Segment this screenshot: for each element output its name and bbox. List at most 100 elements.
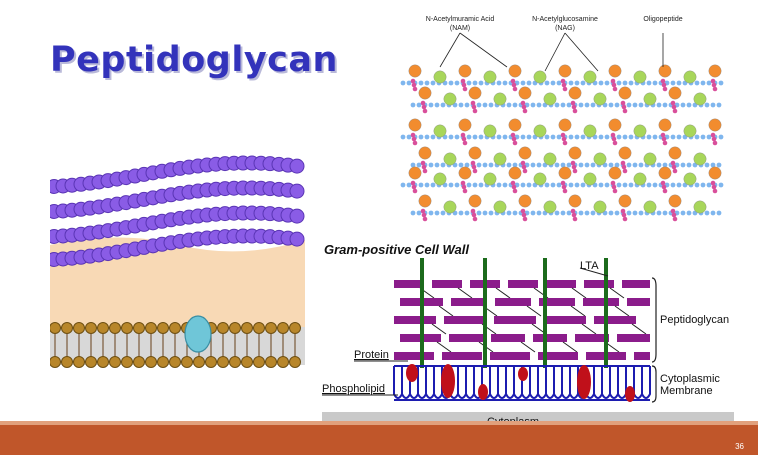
lipid-head — [109, 322, 121, 334]
chain-dot — [590, 210, 596, 216]
lipid-head — [217, 322, 229, 334]
chain-dot — [544, 182, 550, 188]
nam-bead — [708, 166, 722, 180]
peptide-dot — [511, 136, 517, 142]
chain-dot — [488, 102, 494, 108]
peptide-dot — [472, 216, 478, 222]
peptide-dot — [470, 100, 476, 106]
chain-dot — [616, 134, 622, 140]
chain-dot — [656, 210, 662, 216]
chain-dot — [430, 80, 436, 86]
lipid-head — [289, 356, 301, 368]
chain-dot — [680, 162, 686, 168]
page-number: 36 — [735, 442, 744, 451]
chain-dot — [410, 210, 416, 216]
peptide-dot — [610, 180, 616, 186]
glycan-block — [495, 298, 531, 306]
peptide-dot — [421, 164, 427, 170]
peptide-dot — [611, 136, 617, 142]
chain-dot — [706, 182, 712, 188]
chain-dot — [464, 162, 470, 168]
chain-dot — [430, 134, 436, 140]
lipid-head — [50, 322, 61, 334]
chain-dot — [676, 134, 682, 140]
chain-dot — [482, 210, 488, 216]
lipid-head — [265, 322, 277, 334]
nag-bead — [693, 200, 707, 214]
lipid-head — [253, 356, 265, 368]
cell-wall-title: Gram-positive Cell Wall — [324, 242, 469, 257]
nam-bead — [418, 194, 432, 208]
chain-dot — [454, 182, 460, 188]
peptide-dot — [671, 212, 677, 218]
glycan-block — [432, 280, 462, 288]
chain-dot — [704, 102, 710, 108]
chain-dot — [628, 134, 634, 140]
chain-dot — [496, 134, 502, 140]
illustration-layers — [50, 155, 305, 368]
chain-dot — [502, 134, 508, 140]
chain-dot — [488, 210, 494, 216]
peptide-dot — [521, 104, 527, 110]
chain-dot — [482, 102, 488, 108]
nam-bead — [658, 118, 672, 132]
chain-dot — [706, 134, 712, 140]
peptide-dot — [410, 78, 416, 84]
chain-dot — [662, 162, 668, 168]
chain-dot — [704, 162, 710, 168]
chain-dot — [428, 210, 434, 216]
chain-dot — [578, 162, 584, 168]
chain-dot — [718, 80, 724, 86]
chain-dot — [568, 80, 574, 86]
lipid-head — [85, 322, 97, 334]
peptide-dot — [411, 82, 417, 88]
peptide-dot — [672, 168, 678, 174]
peptide-dot — [522, 108, 528, 114]
chain-dot — [584, 162, 590, 168]
nag-bead — [693, 152, 707, 166]
chain-dot — [424, 80, 430, 86]
peptide-dot — [612, 86, 618, 92]
peptide-dot — [610, 132, 616, 138]
chain-dot — [406, 134, 412, 140]
chain-dot — [686, 162, 692, 168]
lipid-head — [85, 356, 97, 368]
nag-bead — [683, 124, 697, 138]
chain-dot — [512, 210, 518, 216]
chain-dot — [626, 210, 632, 216]
chain-dot — [406, 182, 412, 188]
peptide-dot — [562, 188, 568, 194]
chain-dot — [520, 182, 526, 188]
glycan-block — [508, 280, 538, 288]
nam-bead — [518, 194, 532, 208]
nag-bead — [533, 70, 547, 84]
chain-dot — [440, 162, 446, 168]
chain-dot — [566, 162, 572, 168]
peptide-dot — [511, 82, 517, 88]
lipid-head — [277, 322, 289, 334]
nam-bead — [518, 146, 532, 160]
peptide-dot — [712, 188, 718, 194]
chain-dot — [554, 162, 560, 168]
nag-bead — [543, 200, 557, 214]
chain-dot — [710, 102, 716, 108]
chain-dot — [454, 80, 460, 86]
glycan-block — [394, 316, 436, 324]
chain-dot — [416, 210, 422, 216]
peptide-dot — [461, 184, 467, 190]
chain-dot — [574, 134, 580, 140]
chain-dot — [604, 134, 610, 140]
chain-dot — [578, 210, 584, 216]
crosslink — [457, 287, 473, 299]
crosslink — [436, 341, 452, 353]
peptide-dot — [510, 78, 516, 84]
chain-dot — [578, 102, 584, 108]
peptide-dot — [610, 78, 616, 84]
nam-bead — [508, 118, 522, 132]
chain-dot — [536, 210, 542, 216]
glycan-block — [546, 280, 576, 288]
chain-dot — [472, 182, 478, 188]
peptide-dot — [560, 78, 566, 84]
chain-dot — [526, 182, 532, 188]
nag-bead — [443, 92, 457, 106]
